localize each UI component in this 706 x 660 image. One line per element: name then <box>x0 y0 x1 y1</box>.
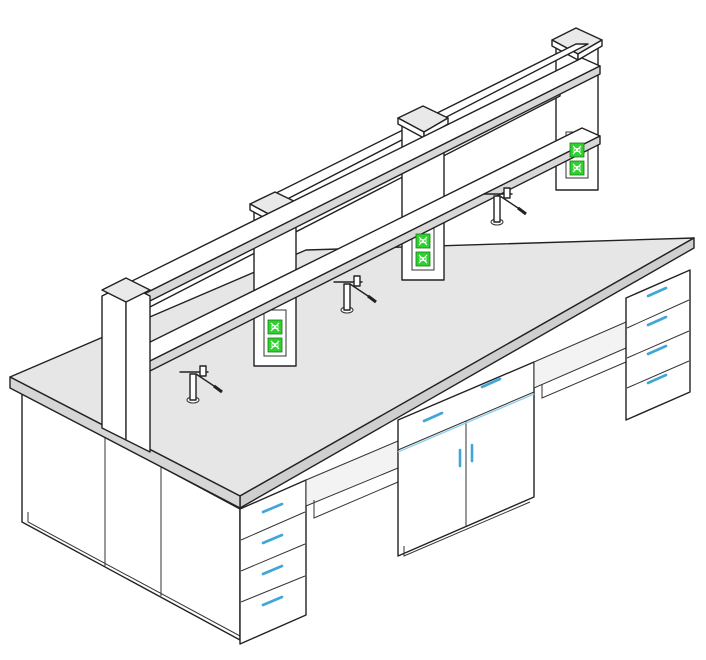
reagent-shelf <box>101 27 603 453</box>
handle-icon <box>646 344 668 356</box>
countertop <box>9 237 695 509</box>
faucets <box>179 187 527 404</box>
faucet-icon <box>483 187 527 226</box>
handle-icon <box>646 315 668 327</box>
front-cabinets <box>239 269 691 645</box>
outlet-icon <box>569 142 585 158</box>
outlet-icon <box>415 251 431 267</box>
handle-icon <box>646 286 668 298</box>
handle-icon <box>480 377 502 389</box>
handle-icon <box>261 564 284 576</box>
drawer-stack-right <box>626 299 690 389</box>
outlet-icon <box>267 337 283 353</box>
outlet-icon <box>267 319 283 335</box>
handles <box>261 286 668 607</box>
handle-icon <box>646 373 668 385</box>
handle-icon <box>261 502 284 514</box>
handle-icon <box>422 411 444 423</box>
faucet-icon <box>179 365 223 404</box>
drawer-stack-left <box>240 511 306 603</box>
faucet-icon <box>333 275 377 314</box>
handle-icon <box>261 595 284 607</box>
outlet-icon <box>569 160 585 176</box>
upright-front-left <box>101 277 151 453</box>
handle-icon <box>261 533 284 545</box>
outlet-icon <box>415 233 431 249</box>
